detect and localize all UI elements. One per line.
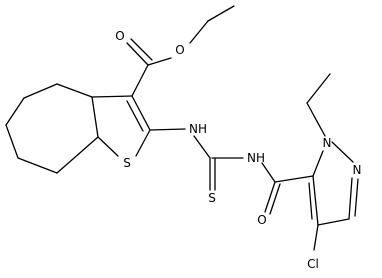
ester-ether-oxygen-label: O xyxy=(175,43,184,57)
ester-carbonyl-oxygen-label: O xyxy=(115,29,124,43)
pyrazole-n2-label: N xyxy=(353,163,362,177)
amide-oxygen-label: O xyxy=(257,213,266,227)
pyrazole-n1-label: N xyxy=(323,136,332,150)
thiophene-sulfur-label: S xyxy=(123,156,131,170)
bond-lines xyxy=(5,5,359,251)
amine-nh-right-label: NH xyxy=(247,151,265,165)
chlorine-label: Cl xyxy=(307,257,319,271)
amine-nh-left-label: NH xyxy=(189,122,207,136)
thiocarbonyl-sulfur-label: S xyxy=(208,191,216,205)
atom-labels: O O S NH NH S O N N Cl xyxy=(115,29,361,271)
